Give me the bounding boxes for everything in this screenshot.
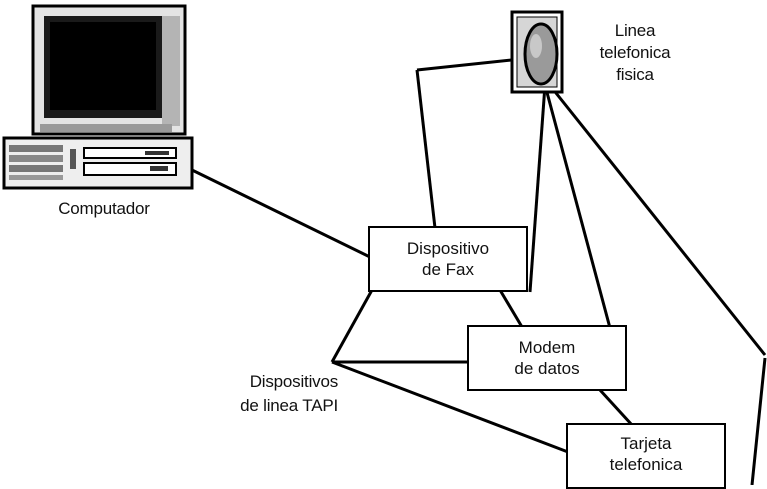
modem-device-label-1: Modem	[518, 338, 576, 357]
phone-card-label-2: telefonica	[609, 455, 683, 474]
tapi-devices-label: Dispositivos de linea TAPI	[178, 370, 338, 418]
modem-to-card-line	[598, 388, 634, 427]
phone-card-box: Tarjeta telefonica	[566, 423, 726, 489]
phone-line-label: Linea telefonica fisica	[575, 20, 695, 86]
computer-label: Computador	[58, 199, 150, 218]
fax-device-label-1: Dispositivo	[406, 239, 490, 258]
fax-to-modem-line	[498, 289, 524, 328]
tapi-devices-label-1: Dispositivos	[249, 372, 338, 391]
phone-line-label-2: telefonica	[599, 43, 671, 62]
fax-to-phone-line	[415, 69, 437, 229]
tapi-to-card-line	[331, 360, 569, 454]
modem-device-label-2: de datos	[514, 359, 580, 378]
phone-to-fax-line	[528, 84, 547, 293]
computer-to-fax-line	[191, 168, 373, 260]
phone-to-modem-line	[543, 84, 612, 329]
fax-device-box: Dispositivo de Fax	[368, 226, 528, 292]
connectors	[191, 56, 767, 485]
fax-device-label-2: de Fax	[422, 260, 474, 279]
phone-jack-icon	[510, 10, 564, 94]
phone-to-card-line	[546, 82, 767, 356]
tapi-to-fax-line	[330, 289, 374, 363]
phone-line-label-1: Linea	[614, 21, 656, 40]
modem-device-box: Modem de datos	[467, 325, 627, 391]
phone-line-label-3: fisica	[616, 65, 654, 84]
tapi-devices-label-2: de linea TAPI	[240, 396, 338, 415]
computer-icon	[2, 4, 194, 190]
phone-card-label-1: Tarjeta	[620, 434, 672, 453]
right-edge-line	[750, 357, 767, 485]
